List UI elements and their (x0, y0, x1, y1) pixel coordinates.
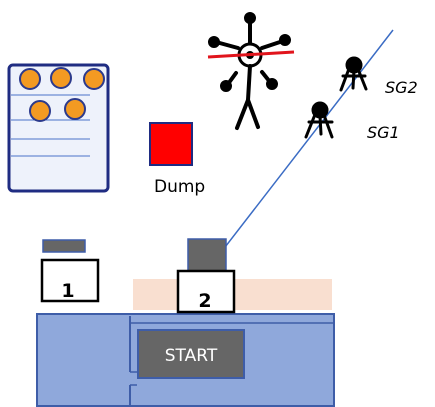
red-barrier-line (207, 50, 295, 59)
start-button-label: START (165, 346, 218, 366)
dump-label: Dump (154, 177, 205, 197)
ball[interactable] (83, 68, 105, 90)
tripod-shooter-icon[interactable] (339, 56, 368, 92)
ball-tray[interactable] (7, 63, 110, 193)
ball[interactable] (29, 100, 51, 122)
stick-figure-target-icon[interactable] (208, 12, 291, 130)
ball[interactable] (50, 67, 72, 89)
ball[interactable] (64, 98, 86, 120)
aim-ray (204, 29, 394, 274)
slot-1[interactable]: 1 (40, 258, 100, 303)
ball[interactable] (19, 68, 41, 90)
slot-1-cap (42, 239, 86, 253)
slot-2-cap (187, 238, 227, 272)
start-button[interactable]: START (137, 329, 245, 379)
sg2-label: SG2 (385, 78, 418, 97)
slot-1-label: 1 (61, 280, 74, 302)
sg1-label: SG1 (367, 123, 400, 142)
tripod-shooter-icon[interactable] (304, 101, 334, 139)
dump-box[interactable] (149, 122, 193, 166)
slot-2-label: 2 (198, 290, 211, 312)
slot-2[interactable]: 2 (176, 269, 236, 314)
